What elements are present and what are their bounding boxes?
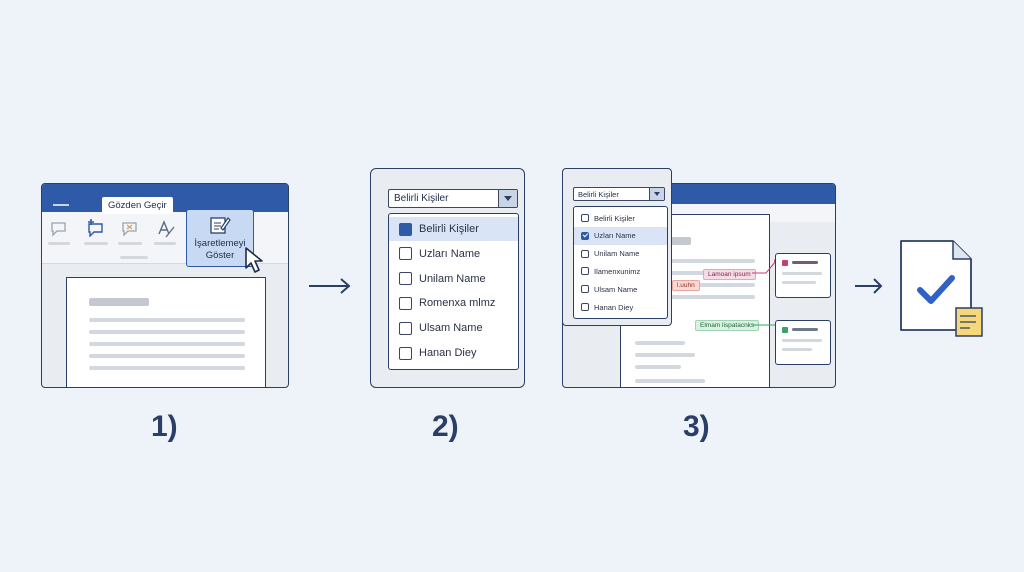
reviewer-option-label: Uzları Name: [419, 247, 481, 260]
reviewer-select[interactable]: Belirli Kişiler: [573, 187, 665, 201]
show-markup-button[interactable]: İşaretlemeyi Göster: [186, 209, 254, 267]
doc-line: [635, 379, 705, 383]
doc-line: [635, 365, 681, 369]
reviewer-option[interactable]: Ulsam Name: [574, 280, 667, 298]
comment-line: [792, 261, 818, 264]
checkbox[interactable]: [399, 272, 412, 286]
approved-document-icon: [898, 238, 988, 345]
checkbox[interactable]: [581, 303, 589, 311]
reviewer-option-label: Unilam Name: [594, 249, 640, 259]
checkbox[interactable]: [399, 346, 412, 360]
mouse-cursor-icon: [244, 246, 268, 279]
ribbon-label: [120, 256, 148, 259]
tab-review[interactable]: Gözden Geçir: [102, 197, 173, 214]
reviewer-option[interactable]: Ulsam Name: [389, 316, 518, 340]
step1-number: 1): [151, 410, 178, 443]
reviewer-option-label: Belirli Kişiler: [419, 223, 479, 235]
comment-icon[interactable]: [50, 221, 68, 242]
checkbox[interactable]: [581, 214, 589, 222]
step2-number: 2): [432, 410, 459, 443]
show-markup-label-2: Göster: [205, 250, 235, 261]
insertion-tag-pink: Lamoan ipsum: [703, 269, 756, 280]
reviewer-select-value: Belirli Kişiler: [394, 193, 449, 204]
doc-line: [89, 342, 245, 346]
arrow-right-icon: [855, 278, 883, 294]
checkbox[interactable]: [399, 247, 412, 261]
reviewer-option[interactable]: Unilam Name: [574, 245, 667, 263]
ribbon-label: [118, 242, 142, 245]
reviewer-option[interactable]: Unilam Name: [389, 267, 518, 291]
doc-line: [671, 259, 755, 263]
show-markup-label-1: İşaretlemeyi: [194, 238, 246, 249]
chevron-down-icon: [498, 190, 517, 207]
checkbox[interactable]: [399, 321, 412, 335]
step1-word-window: Gözden Geçir İşaretlemeyi Göster: [41, 183, 289, 388]
reviewer-option-label: Ulsam Name: [594, 284, 638, 294]
reviewer-option[interactable]: Uzları Name: [389, 242, 518, 266]
ribbon-label: [154, 242, 176, 245]
reviewer-option[interactable]: Uzları Name: [574, 226, 667, 245]
doc-heading: [671, 237, 691, 245]
doc-line: [89, 318, 245, 322]
comment-marker: [782, 327, 788, 333]
checkbox[interactable]: [581, 267, 589, 276]
comment-line: [792, 328, 818, 331]
reviewer-option-label: Romenxa mlmz: [419, 297, 496, 310]
edit-document-icon: [209, 215, 231, 240]
reviewer-option[interactable]: Hanan Diey: [389, 341, 518, 365]
doc-line: [89, 366, 245, 370]
reviewer-select-value: Belirli Kişiler: [578, 189, 619, 199]
doc-line: [635, 353, 695, 357]
reviewer-option-label: Hanan Diey: [419, 347, 477, 359]
checkbox[interactable]: [399, 222, 412, 236]
checkbox[interactable]: [399, 296, 412, 310]
document-page: [66, 277, 266, 387]
checkbox[interactable]: [581, 285, 589, 294]
doc-line: [89, 354, 245, 358]
deletion-tag-red: l.uuhn: [672, 280, 700, 291]
reviewer-option[interactable]: Ilamenxunimz: [574, 262, 667, 280]
reviewer-option[interactable]: Hanan Diey: [574, 298, 667, 316]
new-comment-icon[interactable]: [86, 219, 106, 242]
title-bar-mark: [53, 204, 69, 206]
doc-line: [671, 283, 755, 287]
reviewer-option-label: Uzları Name: [594, 231, 636, 241]
comment-marker: [782, 260, 788, 266]
doc-line: [89, 330, 245, 334]
comment-card-pink[interactable]: [775, 253, 831, 298]
reviewer-option-label: Belirli Kişiler: [594, 213, 635, 223]
reviewer-option[interactable]: Romenxa mlmz: [389, 291, 518, 315]
comment-line: [782, 281, 816, 284]
comment-line: [782, 348, 812, 351]
ribbon-label: [84, 242, 108, 245]
doc-line: [671, 295, 755, 299]
delete-comment-icon[interactable]: [120, 220, 140, 243]
reviewer-option-label: Ilamenxunimz: [594, 266, 641, 276]
reviewer-option-label: Unilam Name: [419, 272, 486, 285]
chevron-down-icon: [649, 188, 664, 200]
doc-line: [635, 341, 685, 345]
spelling-icon[interactable]: [156, 219, 176, 244]
checkbox[interactable]: [581, 249, 589, 258]
comment-line: [782, 339, 822, 342]
reviewer-select[interactable]: Belirli Kişiler: [388, 189, 518, 208]
comment-line: [782, 272, 822, 275]
step3-number: 3): [683, 410, 710, 443]
reviewer-option-label: Hanan Diey: [594, 302, 634, 312]
arrow-right-icon: [309, 278, 351, 294]
reviewer-option[interactable]: Belirli Kişiler: [574, 209, 667, 227]
reviewer-option-label: Ulsam Name: [419, 322, 483, 335]
reviewer-option[interactable]: Belirli Kişiler: [389, 217, 518, 241]
comment-card-green[interactable]: [775, 320, 831, 365]
doc-heading: [89, 298, 149, 306]
ribbon-label: [48, 242, 70, 245]
checkbox[interactable]: [581, 231, 589, 240]
